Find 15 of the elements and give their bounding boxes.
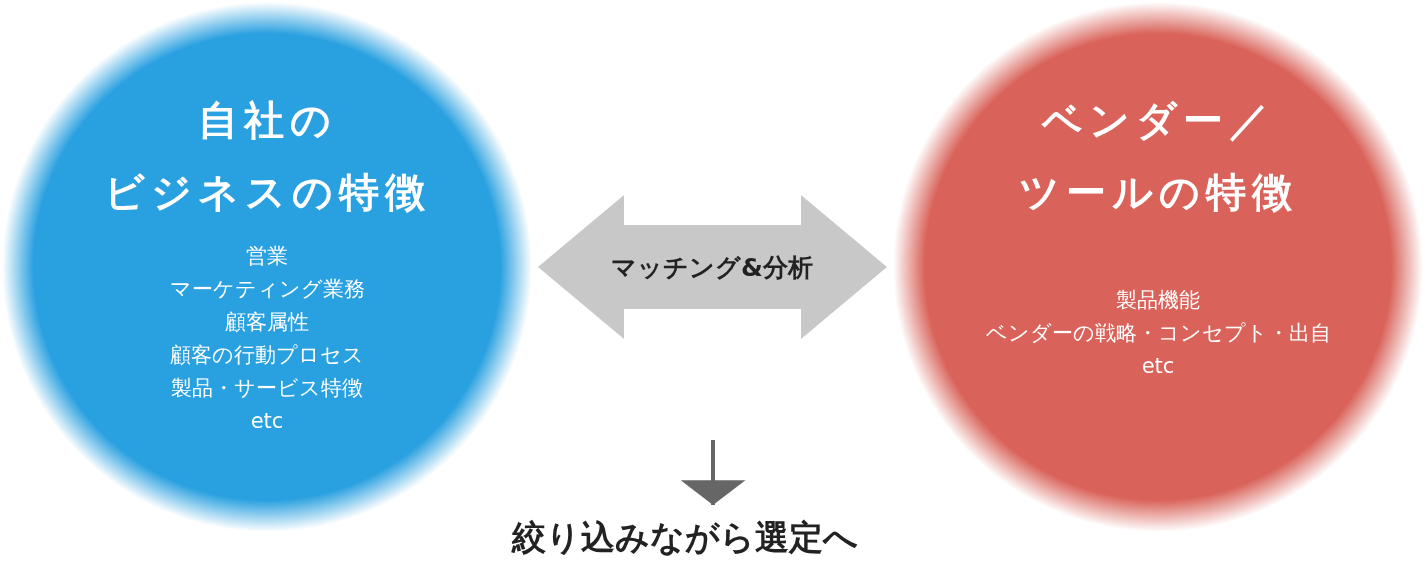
circle-item: 顧客属性	[225, 309, 309, 336]
circle-heading: 自社の	[197, 96, 337, 145]
down-arrow	[680, 440, 746, 505]
circle-item: 営業	[246, 243, 288, 270]
circle-item: マーケティング業務	[169, 276, 365, 303]
circle-item: ベンダーの戦略・コンセプト・出自	[985, 320, 1331, 347]
circle-item: 顧客の行動プロセス	[170, 342, 364, 369]
circle-item: etc	[1141, 353, 1175, 380]
circle-item: etc	[250, 408, 284, 435]
circle-heading: ビジネスの特徴	[103, 168, 431, 217]
conclusion-text: 絞り込みながら選定へ	[512, 515, 858, 561]
circle-heading: ベンダー／	[1041, 96, 1275, 145]
circle-item: 製品・サービス特徴	[171, 375, 363, 402]
circle-heading: ツールの特徴	[1018, 168, 1298, 217]
circle-item: 製品機能	[1116, 287, 1200, 314]
